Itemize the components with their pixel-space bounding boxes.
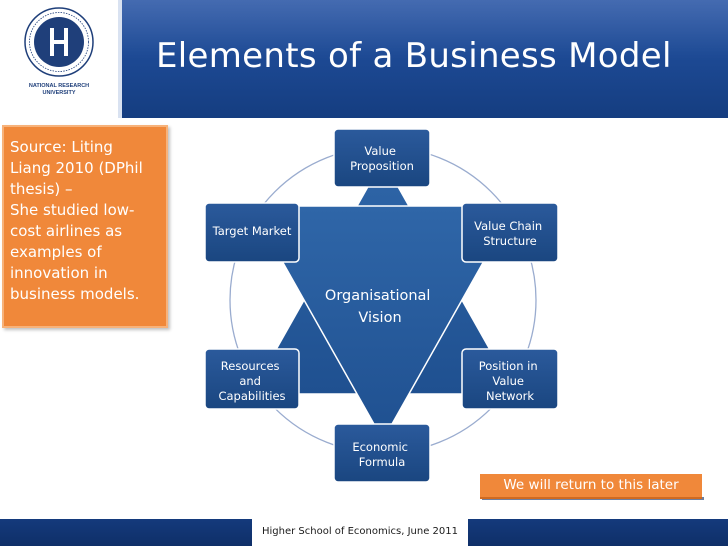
logo-panel: NATIONAL RESEARCH UNIVERSITY (0, 0, 118, 118)
node-value-chain-structure: Value Chain Structure (461, 202, 559, 263)
svg-text:Economic Formula: Economic Formula (352, 440, 411, 469)
svg-text:Resources and Capa: Resources and Capabilities (218, 359, 285, 403)
node-position-in-value-network: Position in Value Network (461, 348, 559, 410)
svg-text:Position in Value: Position in Value Network (479, 359, 542, 403)
slide-title: Elements of a Business Model (156, 36, 672, 76)
footer-label-panel (252, 519, 468, 546)
logo-divider (118, 0, 122, 118)
source-note-box: Source: Liting Liang 2010 (DPhil thesis)… (2, 125, 168, 328)
node-economic-formula: Economic Formula (333, 423, 431, 483)
node-resources-capabilities: Resources and Capabilities (204, 348, 300, 410)
callout-box: We will return to this later (480, 474, 702, 499)
node-target-market: Target Market (204, 202, 300, 263)
hse-logo-icon (24, 7, 94, 77)
star-down-triangle (249, 205, 517, 442)
center-label: Organisational Vision (325, 288, 435, 326)
node-value-proposition: Value Proposition (333, 128, 431, 188)
slide-footer: Higher School of Economics, June 2011 (0, 519, 728, 546)
callout-text: We will return to this later (503, 477, 679, 493)
svg-text:Value Proposition: Value Proposition (350, 144, 414, 173)
footer-text: Higher School of Economics, June 2011 (261, 526, 458, 537)
slide-header: NATIONAL RESEARCH UNIVERSITY Elements of… (0, 0, 728, 118)
svg-text:Target Market: Target Market (212, 224, 292, 238)
logo-caption: NATIONAL RESEARCH UNIVERSITY (28, 83, 90, 96)
source-note-text: Source: Liting Liang 2010 (DPhil thesis)… (10, 138, 143, 303)
svg-text:Value Chain Structure: Value Chain Structure (474, 219, 546, 248)
